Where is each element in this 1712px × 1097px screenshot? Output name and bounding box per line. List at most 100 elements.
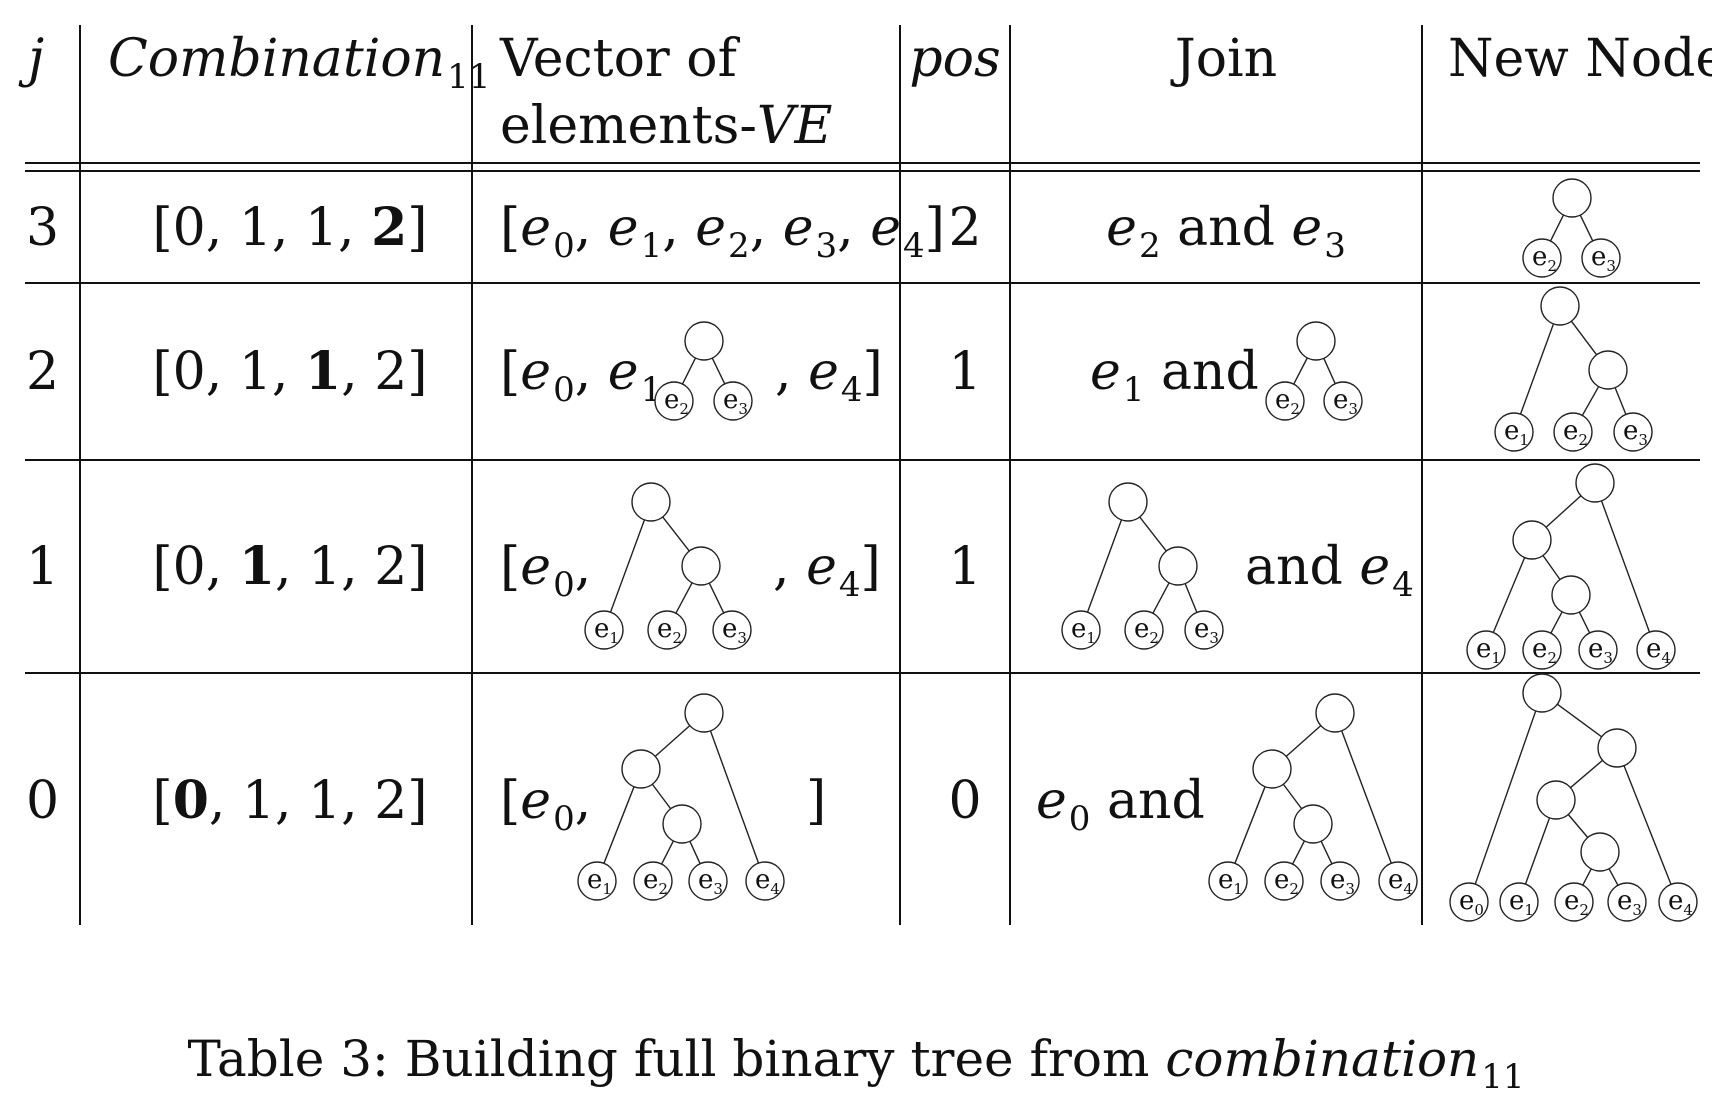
tree-edge [709, 730, 760, 864]
tree-edge [1474, 710, 1537, 885]
tree-node [684, 693, 724, 733]
tree-node [577, 861, 617, 901]
row0-combination: [0, 1, 1, 2] [152, 770, 428, 831]
tree-node [1597, 728, 1637, 768]
header-pos: pos [909, 29, 1001, 89]
tree-node [1578, 630, 1618, 670]
tree-node [1315, 693, 1355, 733]
tree-node [1323, 381, 1363, 421]
row1-pos: 1 [948, 537, 982, 597]
tree-node [681, 546, 721, 586]
tree-node [1553, 412, 1593, 452]
header-ve-line2-text: elements- [500, 96, 757, 156]
tree-edge [675, 582, 693, 614]
row1-j: 1 [26, 537, 60, 597]
row0-ve-suffix: ] [806, 771, 827, 831]
tree-edge [1549, 214, 1565, 242]
tree-node [1296, 321, 1336, 361]
header-ve-line2-math: VE [756, 96, 833, 156]
tree-node [1265, 381, 1305, 421]
tree-node [1264, 861, 1304, 901]
header-new-node: New Node [1448, 29, 1712, 89]
tree-edge [1545, 495, 1582, 528]
header-ve-line2: elements-VE [500, 100, 832, 152]
tree-node [1552, 178, 1592, 218]
tree-edge [1542, 555, 1561, 580]
tree-node [1499, 882, 1539, 922]
tree-edge [1570, 759, 1603, 789]
tree-node-label: e2 [643, 865, 668, 898]
tree-edge [1086, 519, 1123, 613]
tree-edge [1341, 730, 1392, 864]
header-ve-line1: Vector of [500, 29, 737, 89]
row1-ve-prefix: [e0, [500, 537, 592, 605]
tree-node [1466, 630, 1506, 670]
tree-edge [1570, 320, 1598, 356]
tree-edge [1492, 557, 1526, 633]
tree-edge [1600, 500, 1651, 633]
tree-edge [689, 840, 701, 865]
tree-node [1184, 610, 1224, 650]
tree-node [1061, 610, 1101, 650]
tree-node [1588, 350, 1628, 390]
row2-pos: 1 [948, 342, 982, 402]
row2-join-prefix: e1 and [1090, 342, 1259, 410]
tree-edge [1291, 840, 1306, 865]
tree-node [713, 381, 753, 421]
tree-node [1512, 520, 1552, 560]
tree-node [1581, 238, 1621, 278]
tree-node [1108, 482, 1148, 522]
tree-edge [1323, 358, 1336, 384]
row3-j: 3 [26, 198, 60, 258]
tree-node-label: e0 [1459, 886, 1484, 919]
row1-join-suffix: and e4 [1245, 537, 1414, 605]
tree-edge [1152, 582, 1170, 614]
tree-node [1551, 575, 1591, 615]
header-combination-base: Combination [108, 29, 446, 89]
tree-node [1540, 286, 1580, 326]
tree-edge [609, 519, 646, 613]
tree-node [662, 804, 702, 844]
tree-node [1124, 610, 1164, 650]
row2-combination: [0, 1, 1, 2] [152, 341, 428, 402]
tree-edge [1578, 611, 1591, 634]
row1-ve-suffix: , e4] [773, 537, 881, 605]
tree-node-label: e2 [657, 614, 682, 647]
tree-edge [1623, 765, 1672, 885]
header-j: j [28, 29, 45, 89]
tree-edge [1581, 386, 1600, 416]
tree-edge [603, 786, 635, 864]
tree-node [688, 861, 728, 901]
header-join: Join [1174, 29, 1278, 89]
header-combination: Combination11 [108, 33, 490, 94]
tree-node [1252, 749, 1292, 789]
tree-node [684, 321, 724, 361]
row3-ve: [e0, e1, e2, e3, e4] [500, 198, 945, 266]
caption-prefix: Table 3: Building full binary tree from [187, 1030, 1166, 1088]
tree-node [1554, 882, 1594, 922]
tree-node [654, 381, 694, 421]
tree-edge [662, 516, 690, 552]
tree-edge [651, 783, 672, 810]
tree-edge [1293, 357, 1308, 385]
tree-node [1522, 673, 1562, 713]
tree-edge [1550, 611, 1563, 634]
row1-combination: [0, 1, 1, 2] [152, 536, 428, 597]
row3-join: e2 and e3 [1106, 198, 1346, 266]
row2-j: 2 [26, 342, 60, 402]
tree-node [1378, 861, 1418, 901]
caption-math: combination [1165, 1030, 1480, 1088]
row0-join-prefix: e0 and [1036, 771, 1205, 839]
tree-node [1636, 630, 1676, 670]
tree-node [631, 482, 671, 522]
row2-ve-suffix: , e4] [775, 342, 883, 410]
tree-edge [711, 357, 726, 385]
tree-node [1158, 546, 1198, 586]
tree-node [1575, 463, 1615, 503]
tree-node [1449, 882, 1489, 922]
